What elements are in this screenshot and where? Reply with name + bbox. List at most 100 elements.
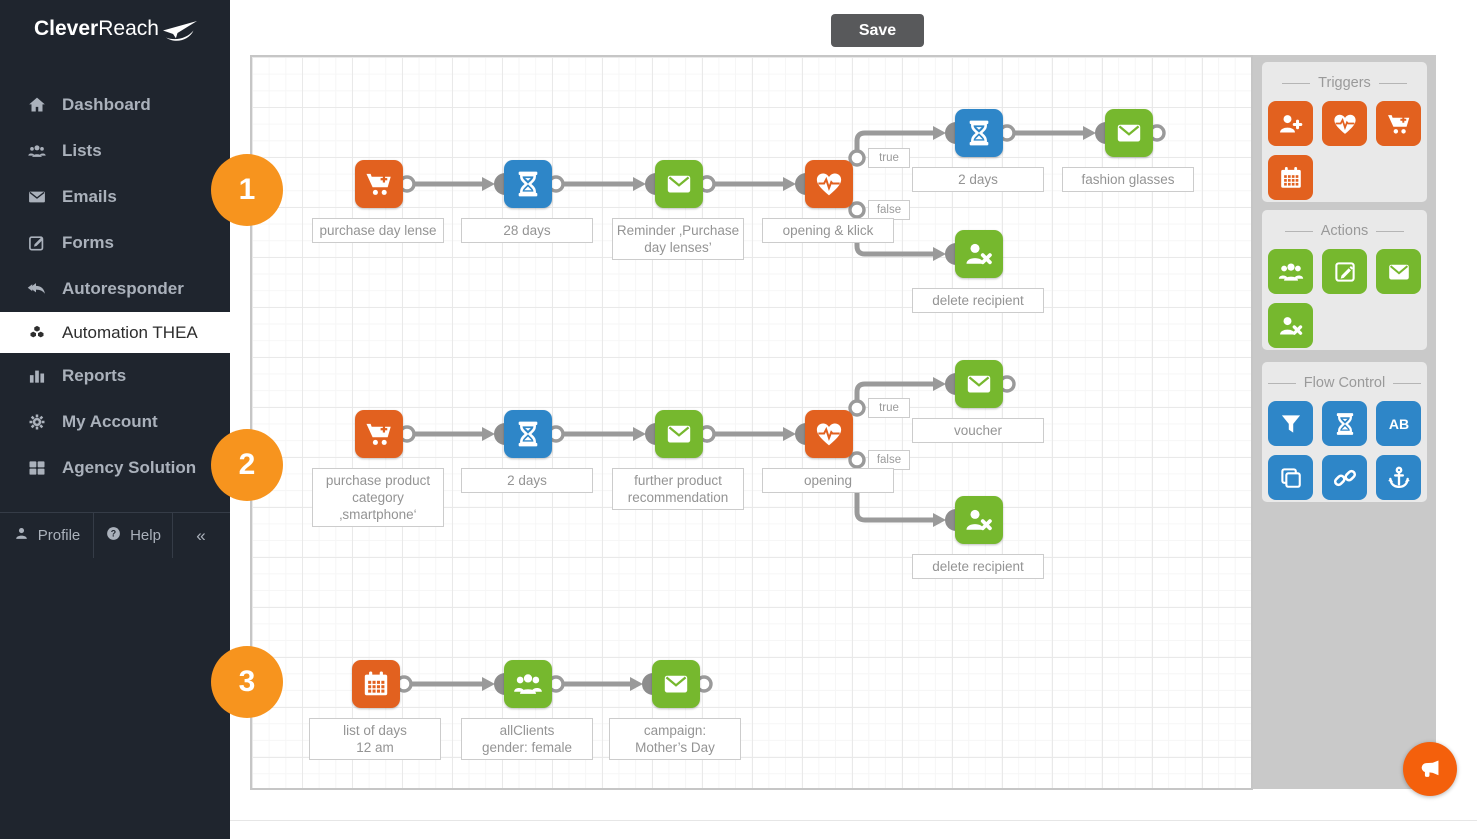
anchor-icon — [1387, 466, 1410, 488]
envelope-icon — [24, 187, 50, 207]
ab-icon: AB — [1388, 416, 1408, 432]
node-person-x[interactable] — [955, 496, 1003, 544]
envelope-node-icon — [1388, 264, 1409, 279]
branch-label-true: true — [868, 148, 910, 168]
node-envelope-node[interactable] — [652, 660, 700, 708]
node-calendar[interactable] — [352, 660, 400, 708]
heartbeat-icon — [816, 423, 842, 446]
palette-tile-cart-plus[interactable] — [1376, 101, 1421, 146]
step-badge-1: 1 — [211, 154, 283, 226]
sidebar-item-lists[interactable]: Lists — [0, 128, 230, 174]
hourglass-icon — [969, 120, 989, 146]
palette-section-title: Flow Control — [1262, 375, 1427, 391]
palette-tile-link[interactable] — [1322, 455, 1367, 500]
node-cart-plus[interactable] — [355, 410, 403, 458]
palette-tile-anchor[interactable] — [1376, 455, 1421, 500]
link-icon — [1333, 469, 1356, 486]
sidebar-item-automation-thea[interactable]: Automation THEA — [0, 312, 230, 353]
pen-square-icon — [29, 236, 44, 251]
angle-double-left-icon: « — [196, 525, 206, 545]
sidebar-footer-help[interactable]: ? Help — [94, 513, 173, 558]
sidebar-item-agency-solution[interactable]: Agency Solution — [0, 445, 230, 491]
node-label: fashion glasses — [1062, 167, 1194, 192]
node-hourglass[interactable] — [504, 160, 552, 208]
node-hourglass[interactable] — [504, 410, 552, 458]
envelope-node-icon — [667, 425, 691, 443]
hourglass-icon — [1336, 412, 1353, 435]
sidebar-item-autoresponder[interactable]: Autoresponder — [0, 266, 230, 312]
node-hourglass[interactable] — [955, 109, 1003, 157]
palette-tile-person-x[interactable] — [1268, 303, 1313, 348]
palette-tile-hourglass[interactable] — [1322, 401, 1367, 446]
sidebar-item-my-account[interactable]: My Account — [0, 399, 230, 445]
palette-tile-calendar[interactable] — [1268, 155, 1313, 200]
envelope-node-icon — [967, 375, 991, 393]
node-envelope-node[interactable] — [655, 410, 703, 458]
sidebar-footer-label: Profile — [37, 527, 81, 544]
footer-divider — [230, 820, 1477, 821]
node-label: further product recommendation — [612, 468, 744, 510]
sidebar-item-label: Lists — [62, 141, 102, 160]
sidebar-item-dashboard[interactable]: Dashboard — [0, 82, 230, 128]
question-circle-icon: ? — [107, 527, 120, 540]
node-label: list of days 12 am — [309, 718, 441, 760]
sidebar-item-emails[interactable]: Emails — [0, 174, 230, 220]
filter-icon — [1281, 414, 1300, 433]
group-icon — [1278, 262, 1303, 281]
palette-tile-person-plus[interactable] — [1268, 101, 1313, 146]
megaphone-icon — [1421, 760, 1439, 777]
palette-tile-heartbeat[interactable] — [1322, 101, 1367, 146]
sidebar-footer-profile[interactable]: Profile — [0, 513, 94, 558]
cart-plus-icon — [366, 173, 391, 195]
node-person-x[interactable] — [955, 230, 1003, 278]
palette-tile-filter[interactable] — [1268, 401, 1313, 446]
palette-tile-group[interactable] — [1268, 249, 1313, 294]
node-label: 2 days — [912, 167, 1044, 192]
person-plus-icon — [1279, 114, 1302, 133]
cart-plus-icon — [1387, 114, 1409, 134]
sidebar-item-forms[interactable]: Forms — [0, 220, 230, 266]
node-label: delete recipient — [912, 554, 1044, 579]
node-label: allClients gender: female — [461, 718, 593, 760]
node-label: 28 days — [461, 218, 593, 243]
node-heartbeat[interactable] — [805, 160, 853, 208]
node-group[interactable] — [504, 660, 552, 708]
save-button[interactable]: Save — [831, 14, 924, 47]
palette-section-title: Triggers — [1262, 75, 1427, 91]
envelope-node-icon — [1117, 124, 1141, 142]
envelope-node-icon — [667, 175, 691, 193]
sidebar-item-reports[interactable]: Reports — [0, 353, 230, 399]
gear-icon — [29, 414, 45, 430]
sidebar-footer: Profile? Help « — [0, 512, 230, 558]
node-label: opening & klick — [762, 218, 894, 243]
sidebar-item-label: Agency Solution — [62, 458, 197, 477]
branch-label-false: false — [868, 200, 910, 220]
palette-tile-envelope-node[interactable] — [1376, 249, 1421, 294]
home-icon — [29, 97, 45, 112]
group-icon — [514, 674, 542, 694]
announcement-fab[interactable] — [1403, 742, 1457, 796]
node-envelope-node[interactable] — [955, 360, 1003, 408]
user-icon — [15, 527, 27, 539]
sidebar-collapse-button[interactable]: « — [173, 513, 229, 558]
palette-tile-copy[interactable] — [1268, 455, 1313, 500]
person-x-icon — [966, 243, 992, 265]
node-heartbeat[interactable] — [805, 410, 853, 458]
gear-icon — [24, 412, 50, 432]
palette-section-title: Actions — [1262, 223, 1427, 239]
palette-tile-pencil-square[interactable] — [1322, 249, 1367, 294]
sidebar-item-label: Reports — [62, 366, 127, 385]
palette-tile-ab[interactable]: AB — [1376, 401, 1421, 446]
hourglass-icon — [518, 171, 538, 197]
hourglass-icon — [518, 421, 538, 447]
logo-text-bold: Clever — [34, 17, 99, 40]
node-cart-plus[interactable] — [355, 160, 403, 208]
node-envelope-node[interactable] — [1105, 109, 1153, 157]
sidebar-footer-label: Help — [130, 527, 161, 544]
branch-label-true: true — [868, 398, 910, 418]
node-envelope-node[interactable] — [655, 160, 703, 208]
